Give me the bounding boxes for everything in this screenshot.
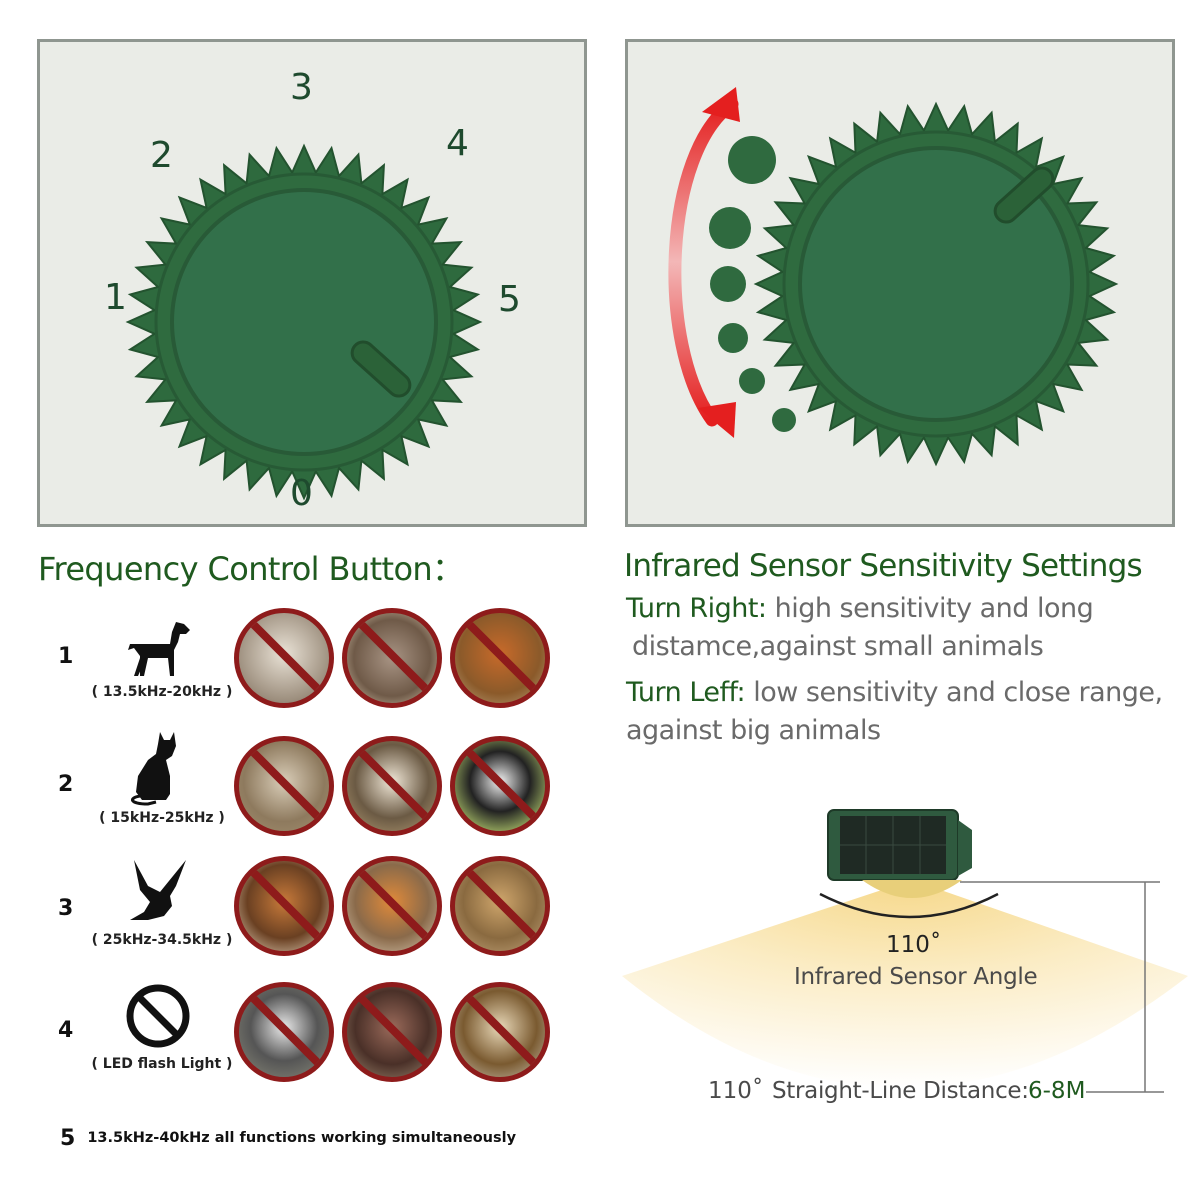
turn-right-text-1: high sensitivity and long (766, 593, 1094, 624)
dial-number-4: 4 (446, 123, 469, 164)
turn-left-key: Turn Leff: (626, 677, 746, 708)
dog-icon (128, 622, 190, 676)
turn-right-text-2: distamce,against small animals (632, 631, 1044, 662)
sensitivity-indicator-dots (709, 136, 796, 432)
turn-right-key: Turn Right: (626, 593, 767, 624)
red-curved-double-arrow (668, 87, 740, 438)
banned-fox-image (450, 608, 550, 708)
sensor-coverage-diagram: 110˚ Infrared Sensor Angle 110˚ Straight… (600, 780, 1200, 1140)
banned-raccoon-image (234, 982, 334, 1082)
sensor-angle-value: 110˚ (886, 932, 942, 958)
frequency-title: Frequency Control Button： (38, 550, 464, 588)
row-frequency: ( 13.5kHz-20kHz ) (91, 684, 233, 700)
frequency-row-3: 3 ( 25kHz-34.5kHz ) (0, 852, 600, 962)
dial-number-1: 1 (104, 277, 127, 318)
row-frequency: ( 25kHz-34.5kHz ) (91, 932, 233, 948)
frequency-row-1: 1 ( 13.5kHz-20kHz ) (0, 602, 600, 712)
dial-pointer-notch (350, 340, 412, 398)
turn-left-text-2: against big animals (626, 715, 881, 746)
dial-inner-ring (170, 188, 438, 456)
distance-angle: 110˚ (708, 1078, 764, 1104)
banned-rat-image (342, 608, 442, 708)
prohibited-icon (126, 984, 190, 1048)
row-number: 1 (58, 644, 74, 669)
frequency-dial[interactable] (40, 42, 584, 524)
frequency-row-2: 2 ( 15kHz-25kHz ) (0, 730, 600, 840)
banned-small-dog-image (234, 608, 334, 708)
dial-pointer-notch (993, 166, 1055, 224)
banned-bat-image (234, 856, 334, 956)
distance-value: 6-8M (1028, 1078, 1086, 1104)
turn-left-description: Turn Leff: low sensitivity and close ran… (626, 674, 1163, 750)
banned-squirrel-image (450, 856, 550, 956)
dial-number-5: 5 (498, 279, 521, 320)
cat-icon (131, 732, 176, 806)
bird-icon (130, 860, 186, 920)
row-number: 4 (58, 1018, 74, 1043)
banned-boar-image (342, 982, 442, 1082)
sensitivity-dial-panel (625, 39, 1175, 527)
footnote-text: 13.5kHz-40kHz all functions working simu… (87, 1130, 517, 1146)
distance-label: Straight-Line Distance: (772, 1078, 1029, 1104)
sensor-title: Infrared Sensor Sensitivity Settings (624, 548, 1143, 584)
pir-lens (862, 880, 962, 898)
device-side (958, 820, 972, 876)
sensor-beam-graphic (622, 809, 1188, 1093)
dial-number-2: 2 (150, 135, 173, 176)
sensor-beam (622, 880, 1188, 1088)
frequency-dial-panel: 3 2 4 1 5 0 (37, 39, 587, 527)
sensor-angle-label: Infrared Sensor Angle (794, 964, 1038, 990)
banned-bird-image (342, 856, 442, 956)
row-number: 2 (58, 772, 74, 797)
footnote-number: 5 (60, 1126, 76, 1151)
row-frequency: ( 15kHz-25kHz ) (99, 810, 225, 826)
row-number: 3 (58, 896, 74, 921)
banned-badger-image (342, 736, 442, 836)
angle-arc (819, 892, 999, 919)
turn-left-text-1: low sensitivity and close range, (745, 677, 1163, 708)
dial-number-0: 0 (290, 473, 313, 514)
banned-weasel-image (450, 982, 550, 1082)
sensitivity-dial[interactable] (628, 42, 1172, 524)
banned-skunk-image (450, 736, 550, 836)
banned-cat-image (234, 736, 334, 836)
frequency-row-4: 4 ( LED flash Light ) (0, 976, 600, 1086)
row-frequency: ( LED flash Light ) (91, 1056, 233, 1072)
turn-right-description: Turn Right: high sensitivity and long di… (626, 590, 1094, 666)
dial-number-3: 3 (290, 67, 313, 108)
all-functions-note: 5 13.5kHz-40kHz all functions working sim… (60, 1126, 516, 1151)
